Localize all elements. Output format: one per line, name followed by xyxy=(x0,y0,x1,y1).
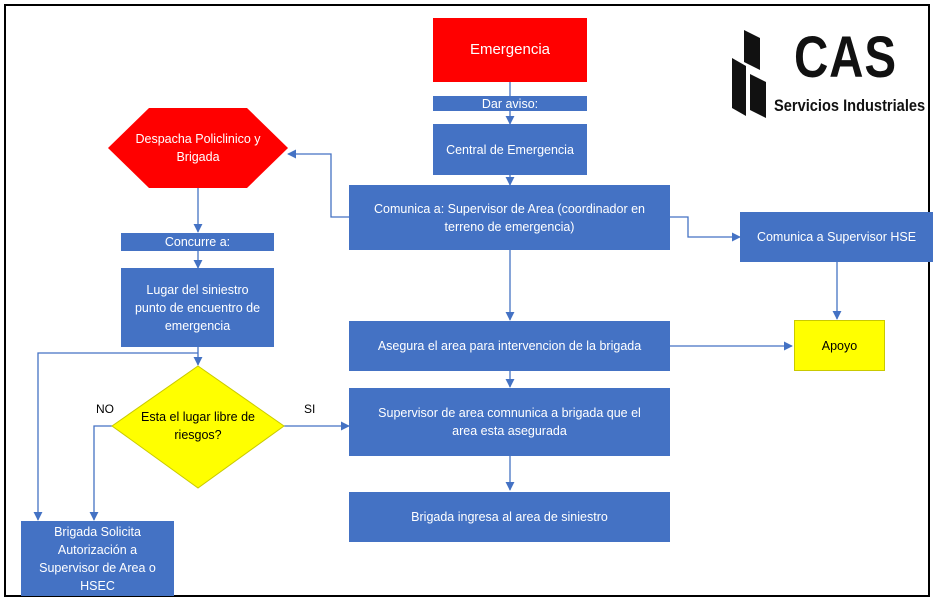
apoyo-box: Apoyo xyxy=(794,320,885,371)
decision-diamond-shape xyxy=(111,365,285,489)
lugar-siniestro-box: Lugar del siniestro punto de encuentro d… xyxy=(121,268,274,347)
concurre-label: Concurre a: xyxy=(164,235,231,249)
supervisor-comunica-label: Supervisor de area comnunica a brigada q… xyxy=(378,406,641,438)
brigada-solicita-box: Brigada Solicita Autorización a Supervis… xyxy=(21,521,174,596)
apoyo-label: Apoyo xyxy=(821,338,858,353)
comunica-supervisor-area-box: Comunica a: Supervisor de Area (coordina… xyxy=(349,185,670,250)
edge-decision-no xyxy=(89,425,112,521)
edge-label-si: SI xyxy=(304,402,316,416)
lugar-siniestro-label: Lugar del siniestro punto de encuentro d… xyxy=(134,282,261,333)
despacha-node: Despacha Policlinico y Brigada xyxy=(128,118,268,178)
brigada-ingresa-box: Brigada ingresa al area de siniestro xyxy=(349,492,670,542)
logo-subtitle: Servicios Industriales xyxy=(774,96,926,115)
cas-logo-mark xyxy=(732,30,766,118)
edge-comunica-to-despacha xyxy=(287,149,349,218)
edge-comunica-to-hse xyxy=(670,216,741,242)
despacha-label: Despacha Policlinico y Brigada xyxy=(135,132,261,164)
emergencia-label: Emergencia xyxy=(469,41,551,58)
supervisor-comunica-box: Supervisor de area comnunica a brigada q… xyxy=(349,388,670,456)
brigada-solicita-label: Brigada Solicita Autorización a Supervis… xyxy=(39,524,156,593)
asegura-area-label: Asegura el area para intervencion de la … xyxy=(377,339,642,353)
edge-lugar-to-brigada-solicita xyxy=(33,352,198,521)
dar-aviso-label: Dar aviso: xyxy=(481,96,539,111)
edge-label-no: NO xyxy=(96,402,114,416)
comunica-supervisor-area-label: Comunica a: Supervisor de Area (coordina… xyxy=(374,201,645,234)
dar-aviso-bar: Dar aviso: xyxy=(433,96,587,111)
despacha-hexagon-shape xyxy=(108,108,288,188)
comunica-hse-label: Comunica a Supervisor HSE xyxy=(756,230,917,244)
emergencia-box: Emergencia xyxy=(433,18,587,82)
decision-label: Esta el lugar libre de riesgos? xyxy=(141,410,255,442)
decision-node: Esta el lugar libre de riesgos? xyxy=(138,396,258,456)
comunica-hse-box: Comunica a Supervisor HSE xyxy=(740,212,933,262)
asegura-area-box: Asegura el area para intervencion de la … xyxy=(349,321,670,371)
central-emergencia-label: Central de Emergencia xyxy=(446,142,574,157)
concurre-bar: Concurre a: xyxy=(121,233,274,251)
logo-title: CAS xyxy=(794,25,897,90)
brigada-ingresa-label: Brigada ingresa al area de siniestro xyxy=(411,510,608,524)
central-emergencia-box: Central de Emergencia xyxy=(433,124,587,175)
